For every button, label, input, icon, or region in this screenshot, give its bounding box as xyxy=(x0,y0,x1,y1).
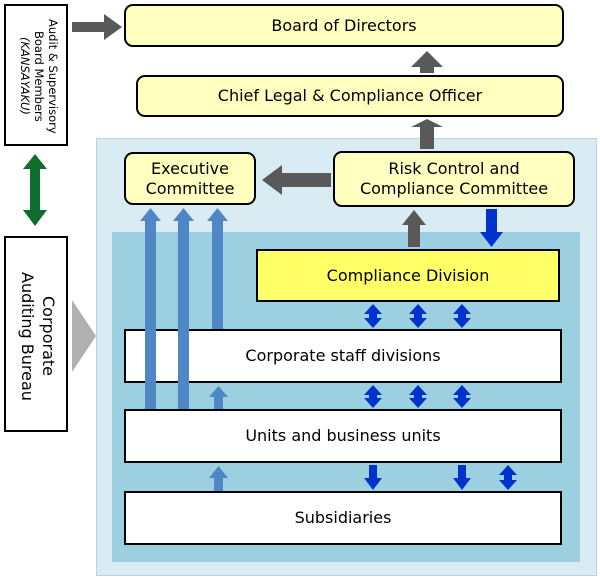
risk-control-box: Risk Control and Compliance Committee xyxy=(333,151,575,207)
executive-committee-line1: Executive xyxy=(151,158,229,178)
executive-up-arrow-1 xyxy=(140,208,161,409)
staff-units-arrow-3 xyxy=(453,385,471,408)
risk-to-chief-arrow xyxy=(411,119,443,149)
compliance-division-box: Compliance Division xyxy=(256,249,560,302)
chief-legal-label: Chief Legal & Compliance Officer xyxy=(217,86,483,105)
audit-board-box: Audit & Supervisory Board Members (KANSA… xyxy=(4,4,68,146)
units-subs-double-arrow xyxy=(499,465,517,490)
risk-control-line2: Compliance Committee xyxy=(359,179,549,198)
chief-to-board-arrow xyxy=(411,51,443,73)
staff-units-arrow-2 xyxy=(409,385,427,408)
compliance-staff-arrow-2 xyxy=(409,304,427,328)
risk-to-compliance-arrow xyxy=(480,209,503,247)
subs-to-units-arrow xyxy=(209,466,228,491)
units-subs-arrow-2 xyxy=(453,465,471,490)
board-of-directors-label: Board of Directors xyxy=(271,15,417,35)
subsidiaries-label: Subsidiaries xyxy=(294,508,392,527)
staff-units-arrow-1 xyxy=(364,385,382,408)
compliance-division-label: Compliance Division xyxy=(326,265,490,285)
corporate-staff-label: Corporate staff divisions xyxy=(245,346,441,365)
auditing-bureau-box: Corporate Auditing Bureau xyxy=(4,236,68,432)
auditing-bureau-label: Corporate Auditing Bureau xyxy=(18,271,58,401)
executive-committee-line2: Committee xyxy=(145,178,235,198)
compliance-to-risk-arrow xyxy=(402,210,426,247)
corporate-staff-box: Corporate staff divisions xyxy=(124,329,562,383)
units-to-staff-arrow xyxy=(209,386,228,409)
executive-up-arrow-2 xyxy=(173,208,194,409)
audit-board-label: Audit & Supervisory Board Members (KANSA… xyxy=(18,18,60,134)
bureau-chevron xyxy=(72,300,96,372)
units-box: Units and business units xyxy=(124,409,562,463)
risk-control-line1: Risk Control and xyxy=(388,159,520,178)
compliance-staff-arrow-1 xyxy=(364,304,382,328)
audit-to-board-arrow xyxy=(72,14,122,40)
audit-bureau-double-arrow xyxy=(23,154,47,226)
units-subs-arrow-1 xyxy=(364,465,382,490)
units-label: Units and business units xyxy=(245,426,441,445)
subsidiaries-box: Subsidiaries xyxy=(124,491,562,545)
executive-committee-box: Executive Committee xyxy=(124,152,256,205)
chief-legal-box: Chief Legal & Compliance Officer xyxy=(136,75,564,117)
compliance-staff-arrow-3 xyxy=(453,304,471,328)
risk-to-executive-arrow xyxy=(262,165,331,195)
executive-up-arrow-3 xyxy=(207,208,228,329)
board-of-directors-box: Board of Directors xyxy=(124,4,564,47)
